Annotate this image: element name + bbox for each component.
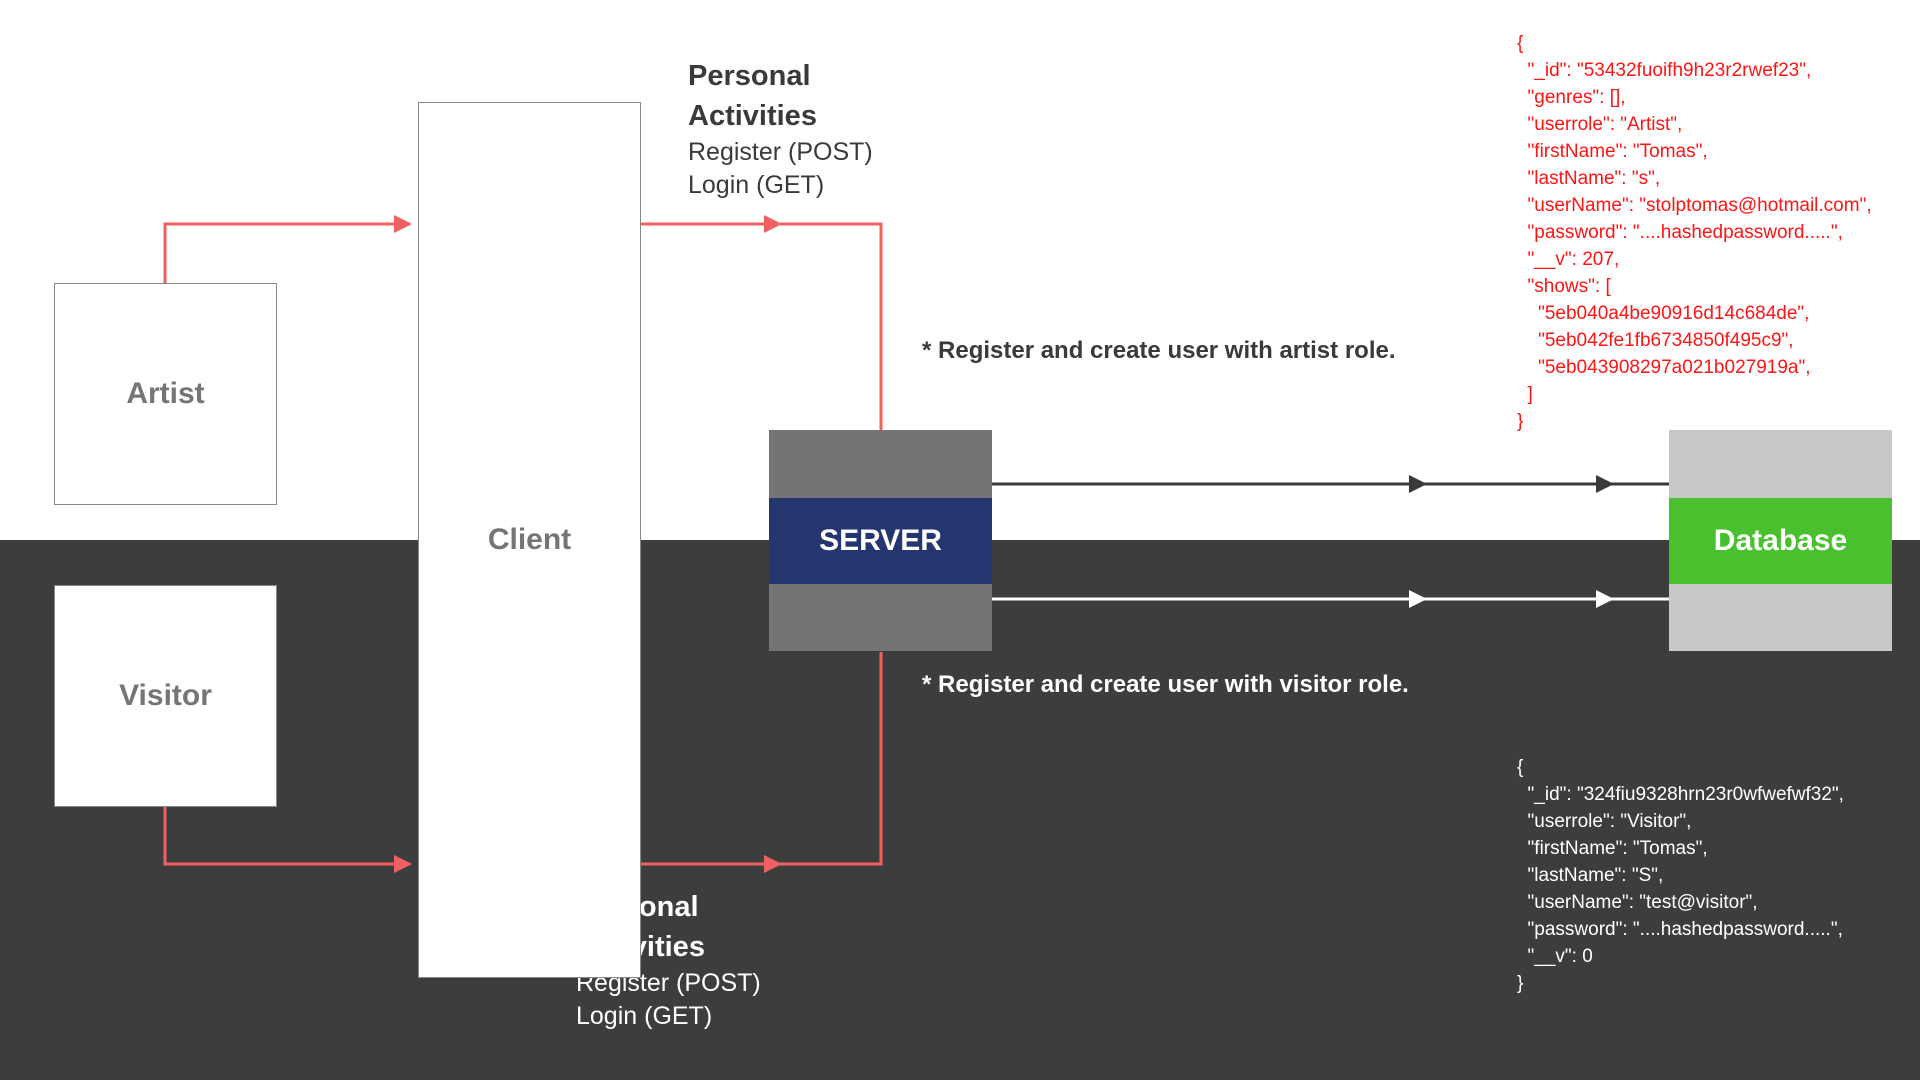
arrowhead xyxy=(1409,475,1427,493)
artist-to-client-arrow xyxy=(163,222,410,283)
database-bottom-band xyxy=(1669,584,1892,651)
arrowhead xyxy=(1596,590,1614,608)
artist-label: Artist xyxy=(126,377,205,410)
login-get-label: Login (GET) xyxy=(576,1002,713,1030)
database-label: Database xyxy=(1669,498,1892,584)
visitor-user-json: { "_id": "324fiu9328hrn23r0wfwefwf32", "… xyxy=(1517,757,1844,994)
arrowhead xyxy=(394,215,412,233)
server-label: SERVER xyxy=(769,498,992,584)
visitor-to-client-arrow xyxy=(163,805,410,866)
server-top-band xyxy=(769,430,992,498)
register-post-label: Register (POST) xyxy=(688,138,873,166)
server-bottom-band xyxy=(769,584,992,651)
personal-activities-top: Personal Activities Register (POST) Logi… xyxy=(688,56,873,202)
client-to-server-bottom-arrow xyxy=(641,652,883,866)
arrowhead xyxy=(764,215,782,233)
activities-title: Personal Activities xyxy=(688,60,817,132)
database-top-band xyxy=(1669,430,1892,498)
arrowhead xyxy=(1596,475,1614,493)
client-box: Client xyxy=(418,102,641,978)
client-label: Client xyxy=(487,523,572,556)
arrowhead xyxy=(394,855,412,873)
client-to-server-top-arrow xyxy=(641,222,883,430)
artist-user-json: { "_id": "53432fuoifh9h23r2rwef23", "gen… xyxy=(1517,33,1872,432)
visitor-label: Visitor xyxy=(119,679,212,712)
arrowhead xyxy=(764,855,782,873)
artist-register-note: * Register and create user with artist r… xyxy=(922,337,1396,364)
login-get-label: Login (GET) xyxy=(688,171,825,199)
artist-box: Artist xyxy=(54,283,277,505)
database-block: Database xyxy=(1669,430,1892,651)
server-block: SERVER xyxy=(769,430,992,651)
arrowhead xyxy=(1409,590,1427,608)
visitor-register-note: * Register and create user with visitor … xyxy=(922,671,1409,698)
visitor-box: Visitor xyxy=(54,585,277,807)
